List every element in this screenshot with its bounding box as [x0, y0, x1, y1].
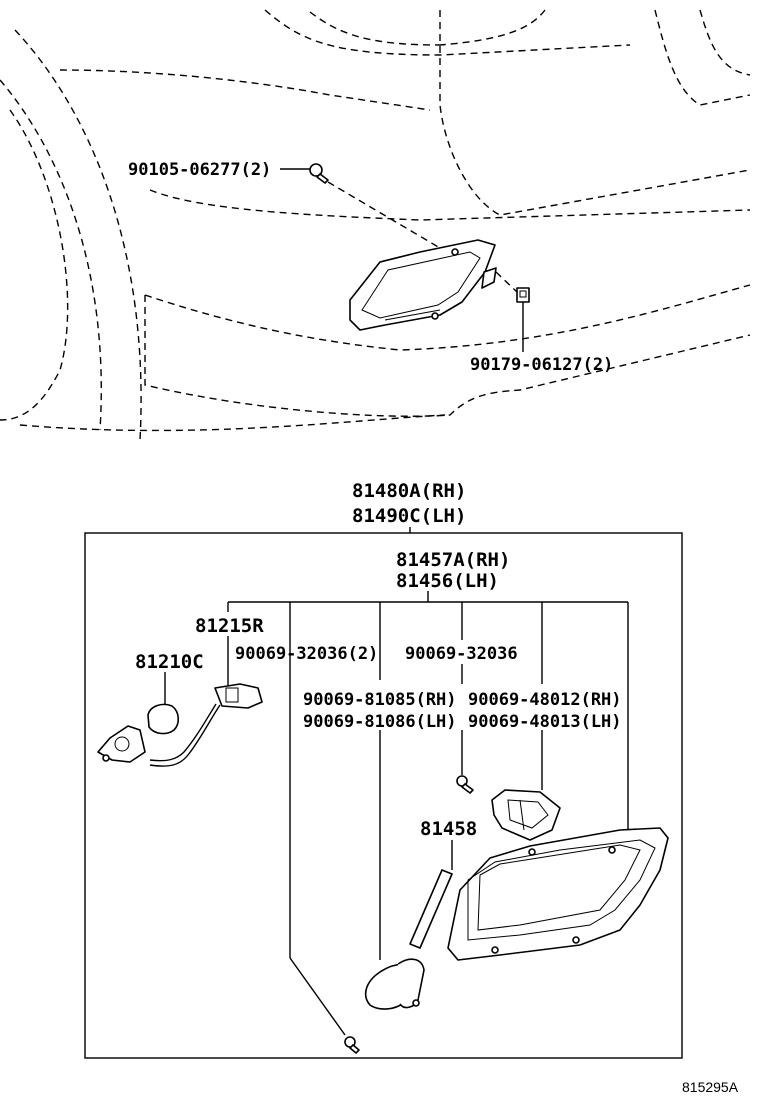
assembly-title-rh: 81480A(RH)	[352, 480, 466, 502]
bottom-screw-icon	[344, 1036, 360, 1054]
leader-lines	[164, 591, 629, 1036]
gasket-icon	[409, 869, 453, 949]
vehicle-body-outline	[0, 9, 751, 441]
assembly-frame	[84, 532, 683, 1059]
label-screw-a: 90069-32036(2)	[235, 644, 378, 664]
label-part-d-rh: 90069-48012(RH)	[468, 690, 622, 710]
label-bolt: 90105-06277(2)	[128, 160, 271, 180]
bulb-icon	[147, 703, 180, 735]
label-part-c-rh: 90069-81085(RH)	[303, 690, 457, 710]
label-gasket: 81458	[420, 818, 477, 840]
label-housing-rh: 81457A(RH)	[396, 549, 510, 571]
lamp-housing-icon	[447, 827, 669, 961]
label-part-d-lh: 90069-48013(LH)	[468, 712, 622, 732]
screw-icon	[456, 775, 474, 794]
label-bulb: 81210C	[135, 651, 204, 673]
side-marker-lamp-installed	[349, 239, 497, 331]
lens-cap-icon	[364, 958, 425, 1010]
socket-wire-icon	[97, 683, 263, 767]
retainer-icon	[491, 789, 561, 841]
label-housing-lh: 81456(LH)	[396, 570, 499, 592]
clip-icon	[516, 287, 530, 303]
assembly-title-lh: 81490C(LH)	[352, 505, 466, 527]
diagram-code: 815295A	[682, 1079, 739, 1095]
label-socket: 81215R	[195, 615, 264, 637]
label-screw-b: 90069-32036	[405, 644, 518, 664]
label-clip: 90179-06127(2)	[470, 355, 613, 375]
bolt-icon	[309, 163, 329, 184]
label-part-c-lh: 90069-81086(LH)	[303, 712, 457, 732]
